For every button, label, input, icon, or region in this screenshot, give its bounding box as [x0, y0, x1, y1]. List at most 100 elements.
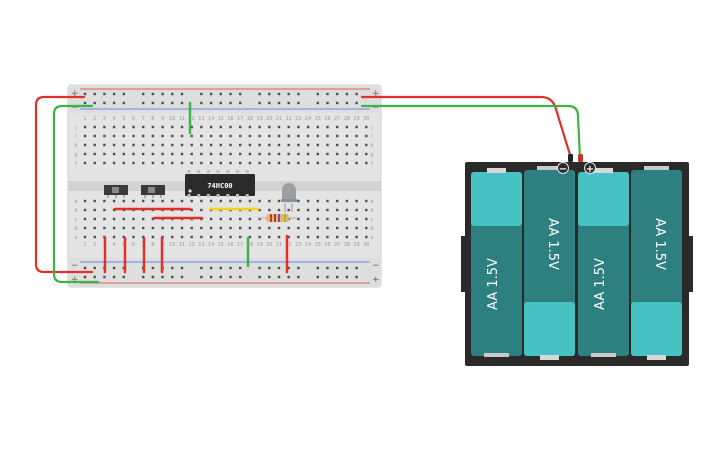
breadboard-hole[interactable] — [171, 152, 174, 156]
breadboard-hole[interactable] — [258, 125, 261, 129]
breadboard-hole[interactable] — [209, 235, 213, 239]
breadboard-hole[interactable] — [268, 161, 271, 165]
breadboard-hole[interactable] — [287, 152, 290, 156]
breadboard-hole[interactable] — [112, 134, 116, 138]
breadboard-hole[interactable] — [365, 235, 368, 239]
breadboard-hole[interactable] — [190, 125, 193, 129]
breadboard-hole[interactable] — [132, 134, 135, 138]
breadboard-hole[interactable] — [180, 161, 184, 165]
breadboard-hole[interactable] — [142, 235, 145, 239]
breadboard-hole[interactable] — [316, 208, 319, 212]
breadboard-hole[interactable] — [161, 134, 164, 138]
breadboard-hole[interactable] — [161, 101, 164, 105]
breadboard-hole[interactable] — [287, 125, 290, 129]
breadboard-hole[interactable] — [336, 235, 339, 239]
breadboard-hole[interactable] — [171, 226, 174, 230]
breadboard-hole[interactable] — [268, 266, 271, 270]
breadboard-hole[interactable] — [103, 226, 106, 230]
breadboard-hole[interactable] — [355, 161, 358, 165]
breadboard-hole[interactable] — [83, 266, 87, 270]
breadboard-hole[interactable] — [306, 161, 310, 165]
breadboard-hole[interactable] — [132, 199, 135, 203]
breadboard-hole[interactable] — [277, 275, 281, 279]
breadboard-hole[interactable] — [112, 161, 116, 165]
breadboard-hole[interactable] — [219, 161, 222, 165]
breadboard-hole[interactable] — [268, 92, 271, 96]
breadboard-hole[interactable] — [200, 275, 203, 279]
breadboard-hole[interactable] — [239, 266, 242, 270]
breadboard-hole[interactable] — [209, 134, 213, 138]
breadboard-hole[interactable] — [93, 92, 96, 96]
breadboard-hole[interactable] — [229, 266, 232, 270]
breadboard-hole[interactable] — [219, 199, 222, 203]
breadboard-hole[interactable] — [239, 134, 242, 138]
breadboard-hole[interactable] — [122, 134, 125, 138]
breadboard-hole[interactable] — [336, 226, 339, 230]
breadboard-hole[interactable] — [190, 235, 193, 239]
breadboard-hole[interactable] — [93, 161, 96, 165]
breadboard-hole[interactable] — [219, 152, 222, 156]
breadboard-hole[interactable] — [239, 125, 242, 129]
breadboard-hole[interactable] — [200, 101, 203, 105]
breadboard-hole[interactable] — [190, 161, 193, 165]
breadboard-hole[interactable] — [219, 235, 222, 239]
breadboard-hole[interactable] — [336, 101, 339, 105]
breadboard-hole[interactable] — [93, 125, 96, 129]
breadboard-hole[interactable] — [345, 266, 349, 270]
breadboard-hole[interactable] — [277, 92, 281, 96]
breadboard-hole[interactable] — [122, 125, 125, 129]
breadboard-hole[interactable] — [345, 199, 349, 203]
breadboard-hole[interactable] — [209, 275, 213, 279]
breadboard-hole[interactable] — [306, 134, 310, 138]
breadboard-hole[interactable] — [180, 266, 184, 270]
breadboard-hole[interactable] — [365, 226, 368, 230]
breadboard-hole[interactable] — [355, 208, 358, 212]
breadboard-hole[interactable] — [306, 226, 310, 230]
breadboard-hole[interactable] — [180, 152, 184, 156]
breadboard-hole[interactable] — [268, 134, 271, 138]
breadboard-hole[interactable] — [112, 208, 116, 212]
breadboard-hole[interactable] — [345, 134, 349, 138]
breadboard-hole[interactable] — [316, 266, 319, 270]
breadboard-hole[interactable] — [209, 217, 213, 221]
breadboard-hole[interactable] — [93, 217, 96, 221]
breadboard-hole[interactable] — [316, 134, 319, 138]
breadboard-hole[interactable] — [171, 134, 174, 138]
breadboard-hole[interactable] — [132, 143, 135, 147]
breadboard-hole[interactable] — [190, 134, 193, 138]
breadboard-hole[interactable] — [316, 199, 319, 203]
breadboard-hole[interactable] — [112, 275, 116, 279]
breadboard-hole[interactable] — [239, 92, 242, 96]
breadboard-hole[interactable] — [180, 143, 184, 147]
breadboard-hole[interactable] — [161, 125, 164, 129]
battery-terminal-negative[interactable]: − — [557, 154, 574, 175]
breadboard-hole[interactable] — [180, 125, 184, 129]
breadboard-hole[interactable] — [239, 199, 242, 203]
breadboard-hole[interactable] — [297, 217, 300, 221]
breadboard-hole[interactable] — [209, 101, 213, 105]
breadboard-hole[interactable] — [355, 125, 358, 129]
breadboard-hole[interactable] — [239, 275, 242, 279]
breadboard-hole[interactable] — [229, 275, 232, 279]
breadboard-hole[interactable] — [336, 134, 339, 138]
breadboard-hole[interactable] — [83, 134, 87, 138]
breadboard-hole[interactable] — [83, 125, 87, 129]
breadboard-hole[interactable] — [239, 101, 242, 105]
breadboard-hole[interactable] — [83, 226, 87, 230]
breadboard-hole[interactable] — [161, 199, 164, 203]
breadboard-hole[interactable] — [103, 152, 106, 156]
breadboard-hole[interactable] — [336, 143, 339, 147]
breadboard-hole[interactable] — [326, 208, 329, 212]
breadboard-hole[interactable] — [316, 217, 319, 221]
breadboard-hole[interactable] — [132, 217, 135, 221]
breadboard-hole[interactable] — [326, 161, 329, 165]
breadboard-hole[interactable] — [93, 101, 96, 105]
breadboard-hole[interactable] — [297, 92, 300, 96]
breadboard-hole[interactable] — [268, 152, 271, 156]
breadboard-hole[interactable] — [190, 208, 193, 212]
breadboard-hole[interactable] — [336, 92, 339, 96]
breadboard-hole[interactable] — [258, 134, 261, 138]
breadboard-hole[interactable] — [219, 226, 222, 230]
breadboard-hole[interactable] — [200, 199, 203, 203]
breadboard-hole[interactable] — [316, 143, 319, 147]
